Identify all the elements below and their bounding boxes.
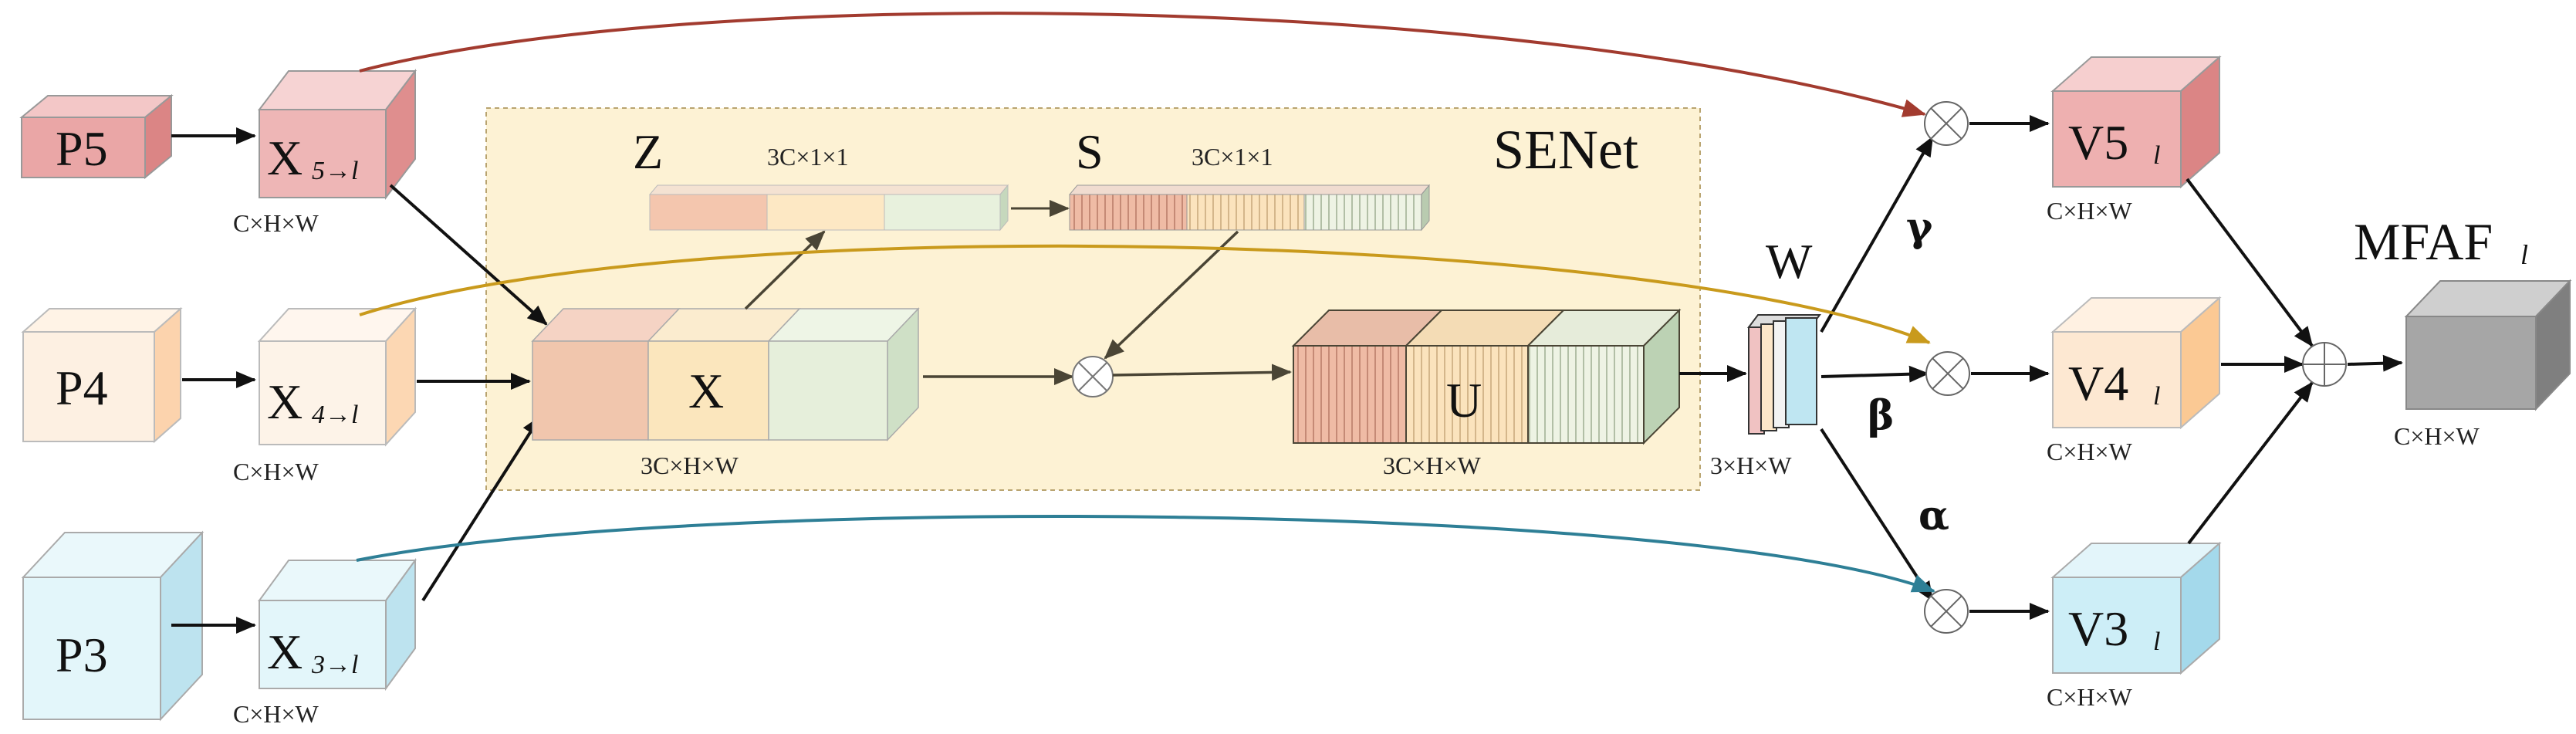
skip-curve-x4: [359, 244, 1931, 344]
mfaf-label: MFAF: [2354, 212, 2493, 271]
p5-label: P5: [56, 121, 108, 176]
alpha-label: α: [1918, 492, 1949, 540]
x5-sub: 5→l: [312, 157, 358, 185]
x3-sub: 3→l: [311, 651, 358, 679]
v5-dim: C×H×W: [2047, 197, 2133, 225]
p4-cube: P4: [21, 306, 183, 444]
gamma-label: γ: [1906, 204, 1933, 251]
x3-cube: X 3→l: [258, 557, 417, 692]
arrow-x5-concat: [389, 184, 548, 326]
x5-dim: C×H×W: [233, 209, 319, 237]
x4-cube: X 4→l: [257, 306, 418, 447]
arrow-w-to-mult-top: [1820, 136, 1934, 333]
w-dim: 3×H×W: [1710, 452, 1792, 479]
z-label: Z: [633, 124, 663, 179]
multiply-op-v4: [1925, 351, 1970, 396]
v5-sub: l: [2153, 141, 2160, 170]
p3-cube: P3: [21, 530, 205, 722]
mfaf-sub: l: [2520, 239, 2528, 270]
v4-cube: V4 l: [2050, 296, 2222, 430]
u-label: U: [1446, 373, 1482, 428]
arrow-v5-to-sum: [2186, 178, 2314, 347]
x4-main: X: [267, 374, 303, 429]
x5-cube: X 5→l: [257, 69, 418, 200]
multiply-op-v5: [1924, 101, 1969, 146]
p3-label: P3: [56, 627, 108, 682]
arrow-mult-to-u: [1112, 364, 1292, 381]
arrow-w-to-mult-mid: [1820, 365, 1929, 383]
concat-x-label: X: [688, 364, 724, 418]
sum-op: [2302, 342, 2347, 387]
w-block: [1747, 314, 1821, 435]
v3-dim: C×H×W: [2047, 683, 2133, 711]
arrow-sum-to-mfaf: [2347, 354, 2403, 372]
p5-cube: P5: [19, 93, 174, 180]
skip-curve-x5: [359, 12, 1926, 117]
concat-x-dim: 3C×H×W: [641, 452, 739, 479]
arrow-x3-concat: [421, 415, 542, 602]
w-label: W: [1766, 234, 1813, 289]
v5-cube: V5 l: [2050, 55, 2222, 189]
senet-title: SENet: [1493, 119, 1638, 181]
v3-main: V3: [2068, 601, 2128, 656]
z-dim: 3C×1×1: [767, 143, 848, 171]
x4-sub: 4→l: [312, 401, 358, 429]
multiply-op-v3: [1924, 589, 1969, 634]
s-dim: 3C×1×1: [1192, 143, 1273, 171]
skip-curve-x3: [356, 515, 1935, 593]
mfaf-cube: [2404, 279, 2572, 411]
p4-label: P4: [56, 360, 108, 415]
arrow-w-to-mult-bot: [1820, 428, 1934, 602]
u-tensor: U: [1291, 308, 1682, 445]
s-label: S: [1076, 124, 1104, 179]
v3-cube: V3 l: [2050, 541, 2222, 675]
x3-dim: C×H×W: [233, 700, 319, 728]
v5-main: V5: [2068, 115, 2128, 170]
mfaf-dim: C×H×W: [2394, 422, 2480, 450]
s-vector: [1068, 184, 1431, 232]
x5-main: X: [267, 130, 303, 185]
x4-dim: C×H×W: [233, 458, 319, 485]
beta-label: β: [1868, 392, 1895, 439]
arrow-s-to-mult: [1104, 230, 1239, 360]
arrow-v3-to-sum: [2187, 381, 2314, 545]
v4-dim: C×H×W: [2047, 438, 2133, 465]
z-vector: [648, 184, 1009, 232]
v4-main: V4: [2068, 356, 2128, 411]
arrow-x-to-z: [744, 230, 826, 310]
u-dim: 3C×H×W: [1383, 452, 1482, 479]
senet-multiply-op: [1072, 356, 1114, 397]
concat-x-tensor: X: [531, 307, 920, 441]
v4-sub: l: [2153, 382, 2160, 411]
v3-sub: l: [2153, 627, 2160, 656]
x3-main: X: [267, 624, 303, 679]
